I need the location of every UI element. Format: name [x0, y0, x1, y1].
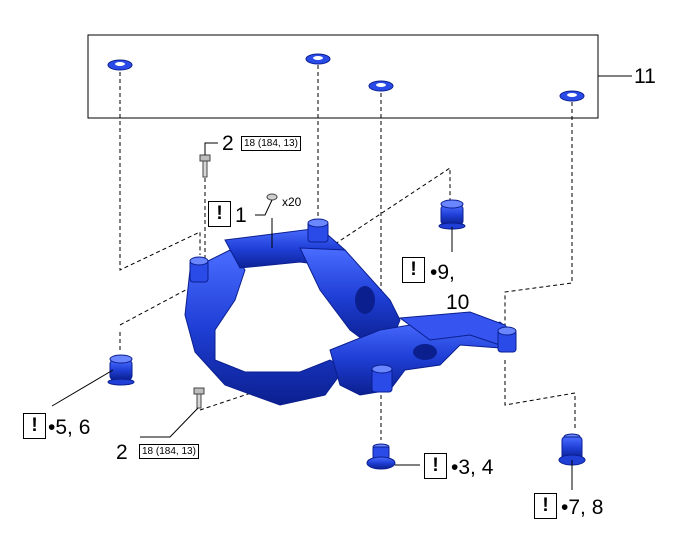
callout-9-10-line2: 10: [446, 291, 470, 314]
nut-part-1: [255, 193, 278, 216]
warning-mark-7-8: !: [534, 493, 557, 519]
stopper-clip: [305, 53, 331, 65]
stopper-clip: [368, 80, 394, 92]
bolt-bottom: [193, 387, 205, 409]
callout-2-bottom: 2: [116, 441, 128, 464]
callout-5-6: •5, 6: [48, 416, 91, 439]
leader-lines: [51, 142, 573, 490]
callout-2-top: 2: [222, 132, 234, 155]
callout-3-4: •3, 4: [451, 456, 494, 479]
callout-7-8: •7, 8: [561, 496, 604, 519]
stopper-clip: [559, 90, 585, 102]
cushion-9-10: [438, 199, 466, 230]
torque-spec-top: 18 (184, 13): [241, 136, 301, 151]
warning-mark-5-6: !: [23, 413, 46, 439]
cushion-3-4: [366, 443, 396, 470]
stopper-clip: [107, 59, 133, 71]
torque-spec-bottom: 18 (184, 13): [139, 444, 199, 459]
part-11-frame: [87, 34, 599, 119]
callout-11: 11: [634, 65, 656, 88]
bolt-top: [199, 154, 211, 178]
cushion-5-6: [107, 354, 135, 386]
warning-mark-1: !: [208, 201, 231, 227]
suspension-member: [184, 218, 517, 406]
warning-mark-9-10: !: [402, 257, 425, 283]
callout-1: 1: [235, 204, 247, 227]
callout-1-qty: x20: [282, 195, 302, 209]
warning-mark-3-4: !: [424, 453, 447, 479]
callout-9-10-line1: •9,: [430, 261, 455, 284]
